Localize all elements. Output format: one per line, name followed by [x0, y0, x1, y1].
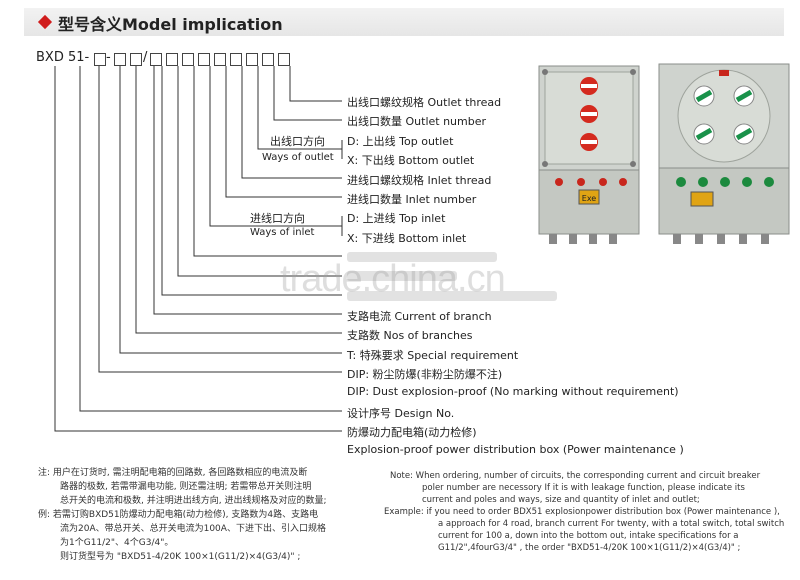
note-line: Example: if you need to order BDX51 expl…	[384, 507, 780, 517]
green-switch-icon	[735, 127, 753, 141]
label-outlet-thread: 出线口螺纹规格 Outlet thread	[347, 96, 502, 109]
note-line: 例: 若需订购BXD51防爆动力配电箱(动力检修), 支路数为4路、支路电	[38, 510, 319, 520]
code-box	[278, 53, 290, 66]
label-inlet-direction-en: Ways of inlet	[250, 227, 315, 238]
section-title: 型号含义Model implication	[58, 15, 283, 34]
code-box	[246, 53, 258, 66]
label-design-no: 设计序号 Design No.	[347, 407, 455, 420]
label-box-en: Explosion-proof power distribution box (…	[347, 443, 684, 456]
label-bottom-inlet: X: 下进线 Bottom inlet	[347, 232, 467, 245]
label-bottom-outlet: X: 下出线 Bottom outlet	[347, 154, 475, 167]
section-header: 型号含义Model implication	[24, 8, 784, 36]
label-inlet-number: 进线口数量 Inlet number	[347, 193, 477, 206]
exe-mark: Exe	[582, 194, 597, 203]
note-line: a approach for 4 road, branch current Fo…	[438, 519, 785, 529]
code-box	[182, 53, 194, 66]
code-box	[198, 53, 210, 66]
model-code-prefix: BXD 51-	[36, 50, 90, 65]
label-box-cn: 防爆动力配电箱(动力检修)	[347, 426, 477, 439]
note-line: 流为20A、带总开关、总开关电流为100A、下进下出、引入口规格	[60, 524, 326, 534]
note-line: Note: When ordering, number of circuits,…	[390, 471, 761, 481]
code-separator: /	[143, 50, 148, 65]
cabinet-product-image: Exe	[538, 63, 790, 244]
label-inlet-direction-cn: 进线口方向	[250, 212, 305, 225]
watermark: trade.china.cn	[280, 258, 506, 300]
note-line: current for 100 a, down into the bottom …	[438, 531, 739, 541]
code-box	[230, 53, 242, 66]
obscured-text	[347, 291, 557, 301]
label-top-outlet: D: 上出线 Top outlet	[347, 135, 454, 148]
obscured-text	[347, 271, 457, 281]
green-switch-icon	[735, 89, 753, 103]
label-top-inlet: D: 上进线 Top inlet	[347, 212, 446, 225]
label-dip-en: DIP: Dust explosion-proof (No marking wi…	[347, 385, 679, 398]
label-current-of-branch: 支路电流 Current of branch	[347, 310, 492, 323]
note-line: current and poles and ways, size and qua…	[422, 495, 700, 505]
code-box	[114, 53, 126, 66]
note-line: 注: 用户在订货时, 需注明配电箱的回路数, 各回路数相应的电流及断	[38, 468, 308, 478]
code-box	[130, 53, 142, 66]
code-box	[262, 53, 274, 66]
note-line: poler number are necessory If it is with…	[422, 483, 745, 493]
label-special-requirement: T: 特殊要求 Special requirement	[347, 349, 519, 362]
label-outlet-number: 出线口数量 Outlet number	[347, 115, 487, 128]
label-nos-of-branches: 支路数 Nos of branches	[347, 329, 473, 342]
code-box	[166, 53, 178, 66]
label-outlet-direction-cn: 出线口方向	[270, 135, 325, 148]
note-line: 则订货型号为 "BXD51-4/20K 100×1(G11/2)×4(G3/4)…	[60, 552, 301, 562]
note-line: 路器的极数, 若需带漏电功能, 则还需注明; 若需带总开关则注明	[60, 482, 312, 492]
note-line: 总开关的电流和极数, 并注明进出线方向, 进出线规格及对应的数量;	[60, 496, 327, 506]
notes-chinese: 注: 用户在订货时, 需注明配电箱的回路数, 各回路数相应的电流及断 路器的极数…	[38, 466, 326, 564]
code-box	[94, 53, 106, 66]
code-box	[150, 53, 162, 66]
note-line: G11/2",4fourG3/4" , the order "BXD51-4/2…	[438, 543, 741, 553]
label-inlet-thread: 进线口螺纹规格 Inlet thread	[347, 174, 492, 187]
label-outlet-direction-en: Ways of outlet	[262, 152, 334, 163]
label-dip-cn: DIP: 粉尘防爆(非粉尘防爆不注)	[347, 368, 503, 381]
obscured-text	[347, 252, 497, 262]
green-switch-icon	[695, 127, 713, 141]
green-switch-icon	[695, 89, 713, 103]
note-line: 为1个G11/2"、4个G3/4"。	[60, 538, 174, 548]
code-separator: -	[106, 50, 111, 65]
notes-english: Note: When ordering, number of circuits,…	[384, 470, 785, 554]
code-box	[214, 53, 226, 66]
